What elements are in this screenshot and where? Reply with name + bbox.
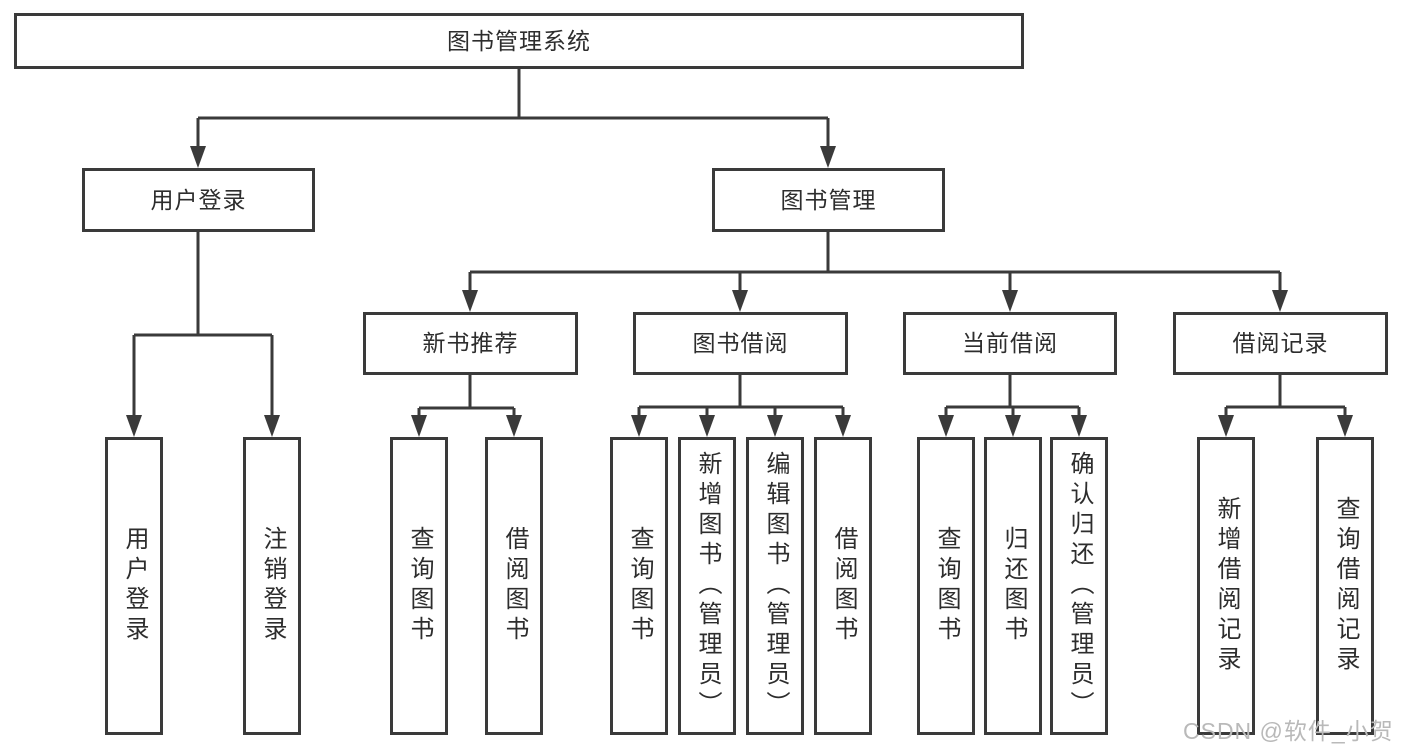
- leaf-return-book: 归还图书: [984, 437, 1042, 735]
- arrowhead-icon: [1071, 415, 1087, 437]
- arrowhead-icon: [1218, 415, 1234, 437]
- connector-line: [637, 375, 845, 417]
- node-user-login: 用户登录: [82, 168, 315, 232]
- connector-line: [132, 232, 274, 417]
- node-new-book-recommend: 新书推荐: [363, 312, 578, 375]
- leaf-logout: 注销登录: [243, 437, 301, 735]
- node-system-root: 图书管理系统: [14, 13, 1024, 69]
- leaf-query-borrow-record: 查询借阅记录: [1316, 437, 1374, 735]
- arrowhead-icon: [190, 146, 206, 168]
- connector-line: [944, 375, 1081, 417]
- leaf-borrow-book-recommend: 借阅图书: [485, 437, 543, 735]
- arrowhead-icon: [264, 415, 280, 437]
- arrowhead-icon: [732, 290, 748, 312]
- leaf-add-borrow-record: 新增借阅记录: [1197, 437, 1255, 735]
- connector-line: [468, 232, 1282, 292]
- arrowhead-icon: [506, 415, 522, 437]
- leaf-query-book-recommend: 查询图书: [390, 437, 448, 735]
- arrowhead-icon: [938, 415, 954, 437]
- leaf-query-book-borrow: 查询图书: [610, 437, 668, 735]
- arrowhead-icon: [1002, 290, 1018, 312]
- arrowhead-icon: [1272, 290, 1288, 312]
- arrowhead-icon: [1337, 415, 1353, 437]
- leaf-user-login: 用户登录: [105, 437, 163, 735]
- connector-line: [1224, 375, 1347, 417]
- node-book-borrow: 图书借阅: [633, 312, 848, 375]
- node-current-borrow: 当前借阅: [903, 312, 1117, 375]
- connector-line: [417, 375, 516, 417]
- arrowhead-icon: [835, 415, 851, 437]
- leaf-query-book-current: 查询图书: [917, 437, 975, 735]
- arrowhead-icon: [1005, 415, 1021, 437]
- csdn-watermark: CSDN @软件_小贺同学: [1183, 718, 1394, 744]
- arrowhead-icon: [631, 415, 647, 437]
- leaf-add-book-admin: 新增图书（管理员）: [678, 437, 736, 735]
- arrowhead-icon: [126, 415, 142, 437]
- leaf-confirm-return-admin: 确认归还（管理员）: [1050, 437, 1108, 735]
- arrowhead-icon: [820, 146, 836, 168]
- arrowhead-icon: [767, 415, 783, 437]
- node-book-management: 图书管理: [712, 168, 945, 232]
- arrowhead-icon: [462, 290, 478, 312]
- node-borrow-record: 借阅记录: [1173, 312, 1388, 375]
- arrowhead-icon: [411, 415, 427, 437]
- leaf-borrow-book: 借阅图书: [814, 437, 872, 735]
- leaf-edit-book-admin: 编辑图书（管理员）: [746, 437, 804, 735]
- connector-line: [196, 69, 830, 148]
- arrowhead-icon: [699, 415, 715, 437]
